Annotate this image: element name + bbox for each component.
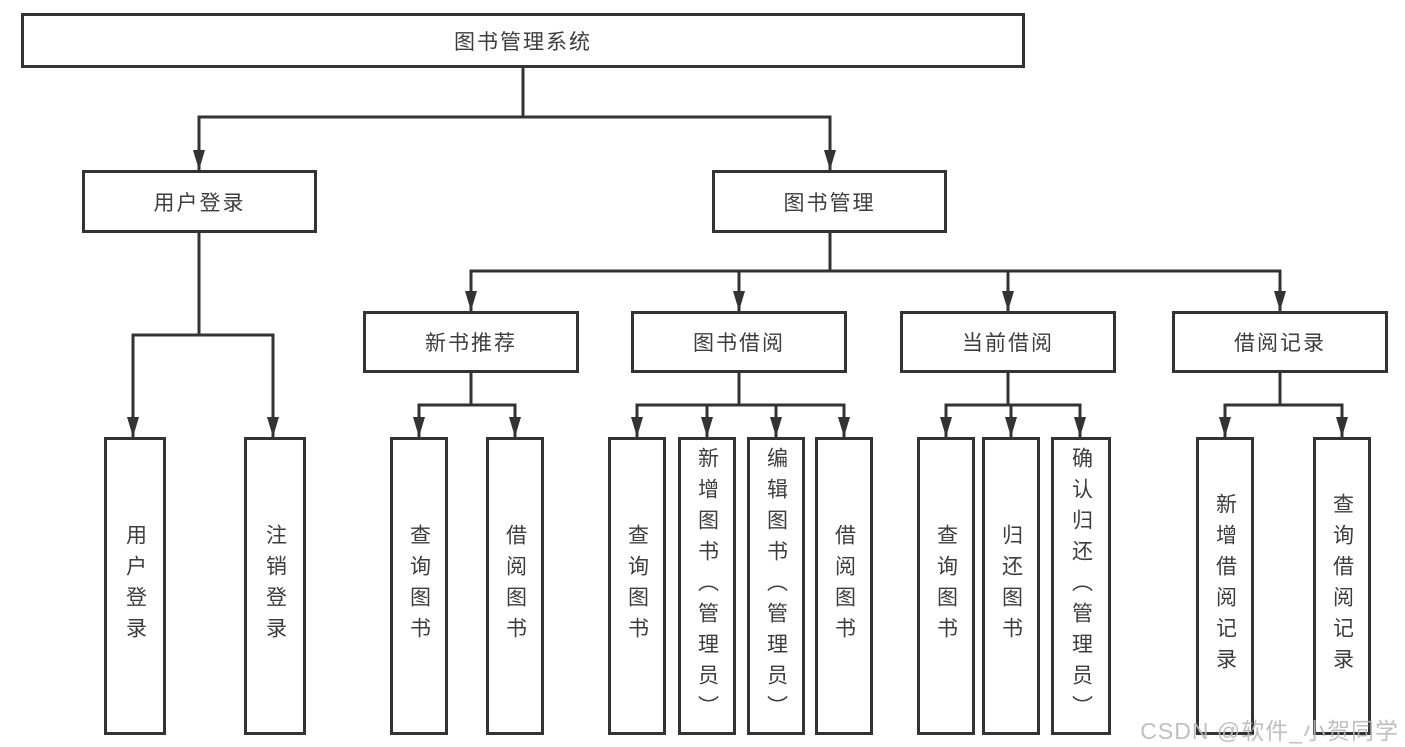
leaf-borrow-books: 借阅图书	[815, 437, 873, 735]
leaf-logout: 注销登录	[244, 437, 306, 735]
node-book-borrowing: 图书借阅	[631, 311, 847, 373]
leaf-query-books-current: 查询图书	[917, 437, 975, 735]
leaf-user-login: 用户登录	[104, 437, 166, 735]
leaf-confirm-return-admin: 确认归还（管理员）	[1051, 437, 1111, 735]
node-current-borrowing: 当前借阅	[900, 311, 1116, 373]
leaf-borrow-books-recommend: 借阅图书	[486, 437, 544, 735]
leaf-edit-books-admin: 编辑图书（管理员）	[747, 437, 805, 735]
leaf-add-books-admin: 新增图书（管理员）	[678, 437, 736, 735]
csdn-watermark: CSDN @软件_小贺同学	[1140, 718, 1399, 744]
leaf-query-books-borrowing: 查询图书	[608, 437, 666, 735]
node-book-management: 图书管理	[712, 170, 947, 233]
leaf-query-books-recommend: 查询图书	[390, 437, 448, 735]
leaf-add-borrow-record: 新增借阅记录	[1196, 437, 1254, 735]
leaf-query-borrow-record: 查询借阅记录	[1313, 437, 1371, 735]
node-new-book-recommend: 新书推荐	[363, 311, 579, 373]
node-borrowing-records: 借阅记录	[1172, 311, 1388, 373]
node-library-system: 图书管理系统	[21, 13, 1025, 68]
leaf-return-books: 归还图书	[982, 437, 1040, 735]
node-user-login: 用户登录	[82, 170, 317, 233]
